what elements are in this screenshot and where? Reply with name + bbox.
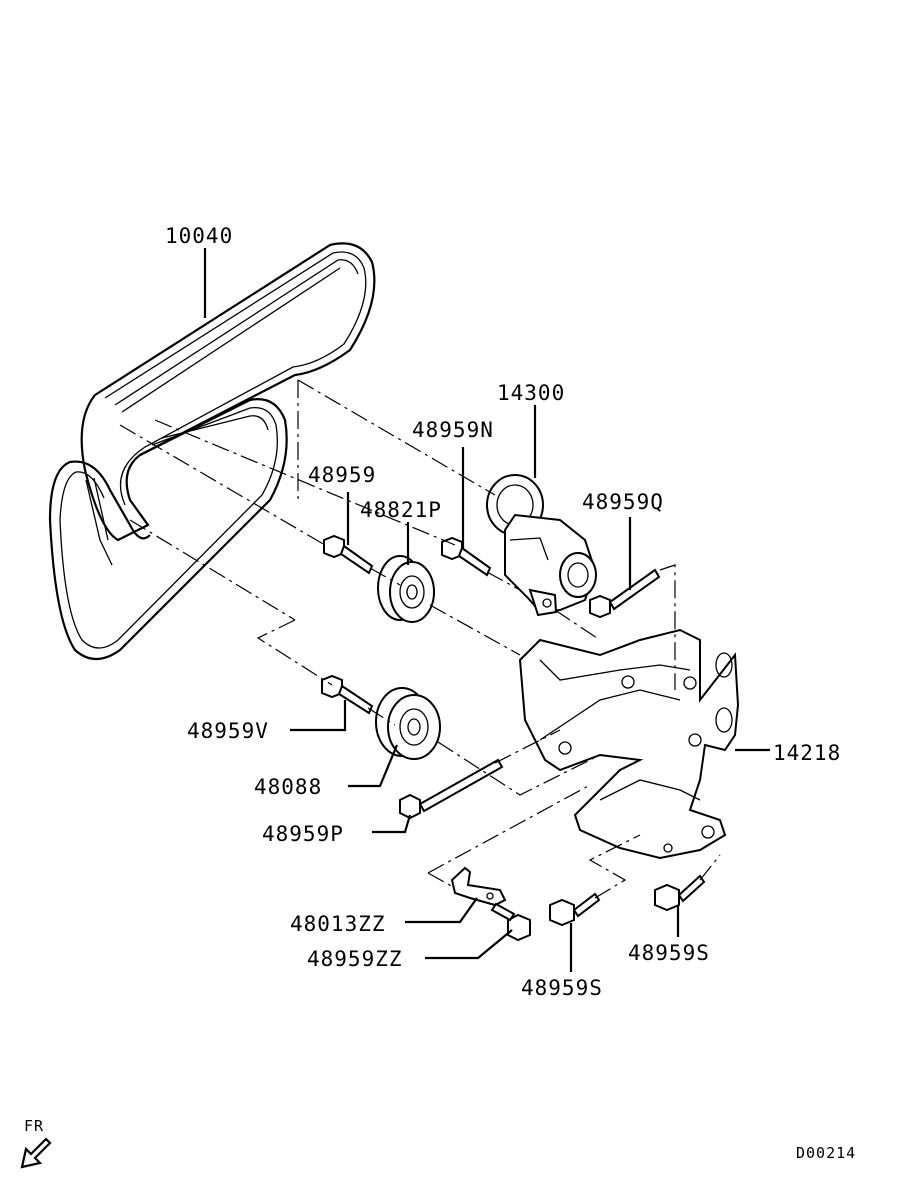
front-direction-arrow-icon (20, 1137, 52, 1169)
callout-bolt-48959: 48959 (308, 463, 376, 487)
leader-lines (203, 248, 770, 972)
bolt-48959v[interactable] (321, 674, 374, 715)
serpentine-belt[interactable] (48, 242, 376, 661)
callout-tensioner: 14300 (497, 381, 565, 405)
bolt-48959q[interactable] (589, 568, 661, 619)
callout-idler-pulley-48821p: 48821P (360, 498, 442, 522)
front-direction-marker: FR (20, 1117, 52, 1169)
bolt-48959zz[interactable] (490, 902, 531, 942)
bolt-48959n[interactable] (441, 536, 492, 577)
bolt-48959[interactable] (323, 534, 374, 575)
diagram-code: D00214 (796, 1144, 856, 1162)
callout-bolt-48959s-right: 48959S (628, 941, 710, 965)
idler-pulley-48821p[interactable] (377, 555, 435, 623)
callout-bolt-48959p: 48959P (262, 822, 344, 846)
callout-bolt-48959v: 48959V (187, 719, 269, 743)
belt-tensioner-assembly[interactable] (486, 474, 597, 617)
callout-belt: 10040 (165, 224, 233, 248)
idler-pulley-48088[interactable] (375, 687, 441, 760)
callout-idler-pulley-48088: 48088 (254, 775, 322, 799)
callout-bracket: 14218 (773, 741, 841, 765)
bolt-48959s-center[interactable] (549, 892, 601, 927)
front-label: FR (24, 1117, 44, 1135)
bolt-48959s-right[interactable] (654, 874, 706, 912)
bolt-48959p[interactable] (399, 758, 504, 820)
callout-bolt-48959zz: 48959ZZ (307, 947, 403, 971)
callout-bolt-48959n: 48959N (412, 418, 494, 442)
clip-48013zz[interactable] (450, 866, 507, 907)
callout-clip-48013zz: 48013ZZ (290, 912, 386, 936)
mounting-bracket-14218[interactable] (518, 628, 740, 860)
callout-bolt-48959s-center: 48959S (521, 976, 603, 1000)
callout-bolt-48959q: 48959Q (582, 490, 664, 514)
